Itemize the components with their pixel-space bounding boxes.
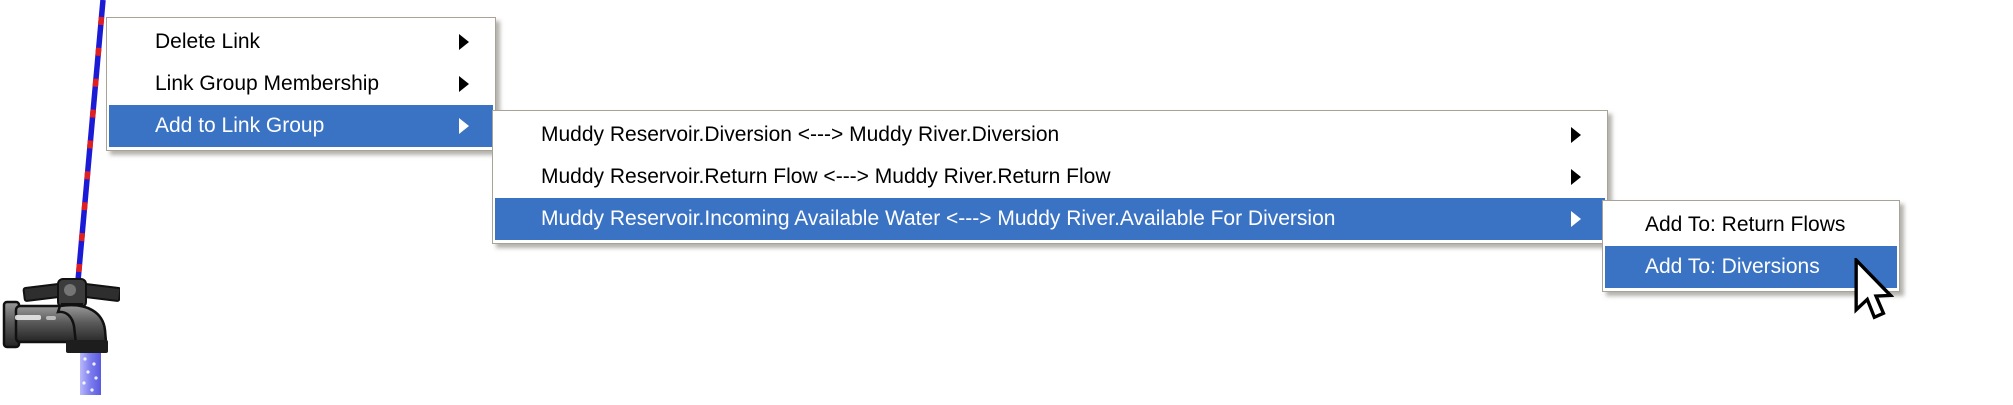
menu-item-label: Link Group Membership: [155, 72, 380, 95]
menu-item-add-to-link-group[interactable]: Add to Link Group: [109, 105, 493, 147]
submenu-arrow-icon: [1571, 127, 1581, 143]
menu-item-link-available-water[interactable]: Muddy Reservoir.Incoming Available Water…: [495, 198, 1605, 240]
menu-item-label: Muddy Reservoir.Return Flow <---> Muddy …: [541, 165, 1111, 188]
submenu-arrow-icon: [459, 76, 469, 92]
submenu-arrow-icon: [1571, 169, 1581, 185]
submenu-arrow-icon: [459, 118, 469, 134]
submenu-arrow-icon: [1571, 211, 1581, 227]
mouse-cursor-icon: [1854, 258, 1894, 320]
add-to-group-submenu: Add To: Return Flows Add To: Diversions: [1602, 200, 1900, 292]
menu-item-label: Add to Link Group: [155, 114, 325, 137]
menu-item-label: Delete Link: [155, 30, 261, 53]
link-line[interactable]: [60, 0, 120, 300]
link-list-submenu: Muddy Reservoir.Diversion <---> Muddy Ri…: [492, 110, 1608, 244]
menu-item-delete-link[interactable]: Delete Link: [109, 21, 493, 63]
menu-item-label: Add To: Return Flows: [1645, 213, 1846, 236]
menu-item-link-group-membership[interactable]: Link Group Membership: [109, 63, 493, 105]
submenu-arrow-icon: [459, 34, 469, 50]
menu-item-label: Muddy Reservoir.Incoming Available Water…: [541, 207, 1336, 230]
menu-item-label: Muddy Reservoir.Diversion <---> Muddy Ri…: [541, 123, 1060, 146]
menu-item-link-diversion[interactable]: Muddy Reservoir.Diversion <---> Muddy Ri…: [495, 114, 1605, 156]
link-context-menu: Delete Link Link Group Membership Add to…: [106, 17, 496, 151]
menu-item-add-to-diversions[interactable]: Add To: Diversions: [1605, 246, 1897, 288]
faucet-icon[interactable]: [2, 278, 120, 398]
menu-item-label: Add To: Diversions: [1645, 255, 1820, 278]
menu-item-link-return-flow[interactable]: Muddy Reservoir.Return Flow <---> Muddy …: [495, 156, 1605, 198]
menu-item-add-to-return-flows[interactable]: Add To: Return Flows: [1605, 204, 1897, 246]
